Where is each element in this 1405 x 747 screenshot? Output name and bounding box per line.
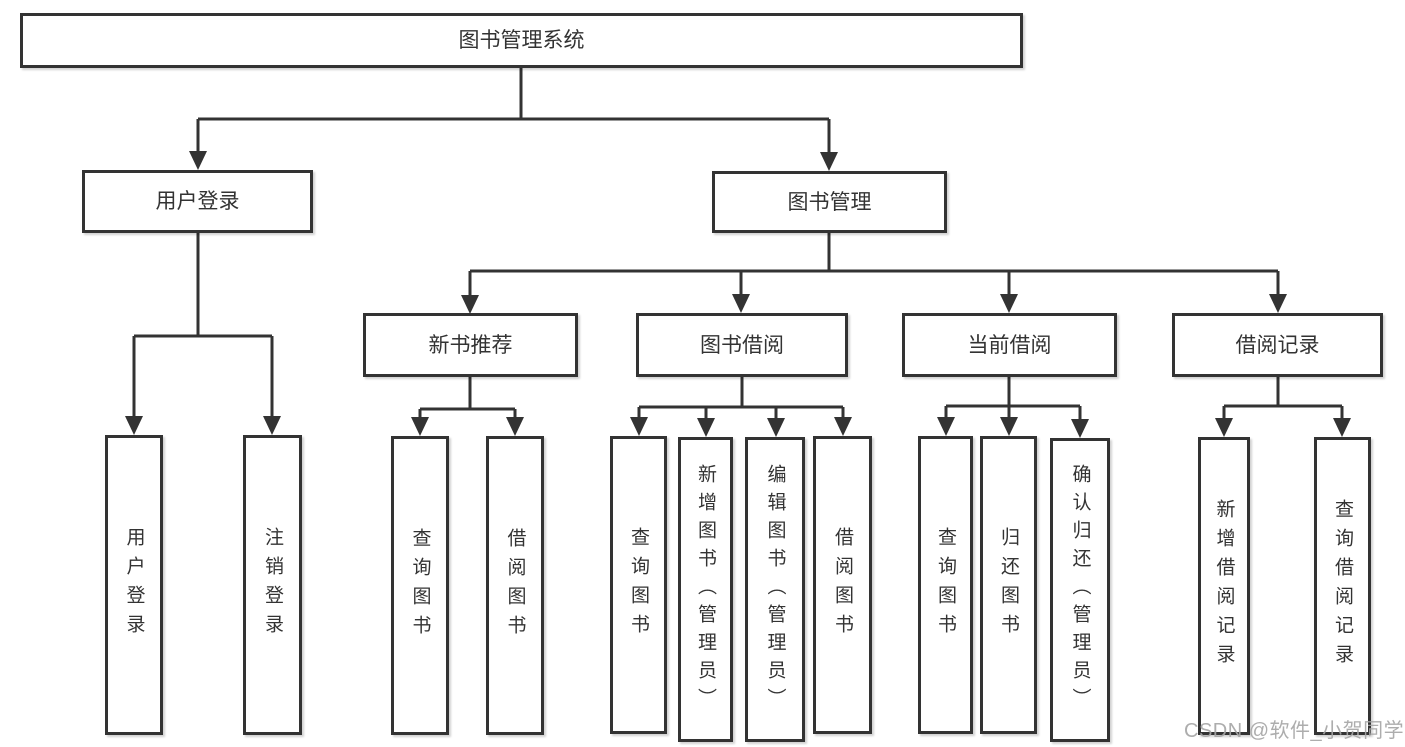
leaf-query-books-2: 查询图书 bbox=[610, 436, 667, 734]
leaf-query-borrowing-record: 查询借阅记录 bbox=[1314, 437, 1371, 735]
leaf-return-books: 归还图书 bbox=[980, 436, 1037, 734]
leaf-logout: 注销登录 bbox=[243, 435, 302, 735]
leaf-query-books-1: 查询图书 bbox=[391, 436, 449, 735]
node-new-book-recommendation: 新书推荐 bbox=[363, 313, 578, 377]
watermark: CSDN @软件_小贺同学 bbox=[1184, 720, 1405, 742]
leaf-query-books-3: 查询图书 bbox=[918, 436, 973, 734]
leaf-user-login: 用户登录 bbox=[105, 435, 163, 735]
node-borrowing-records: 借阅记录 bbox=[1172, 313, 1383, 377]
leaf-add-borrowing-record: 新增借阅记录 bbox=[1198, 437, 1250, 735]
node-book-borrowing: 图书借阅 bbox=[636, 313, 848, 377]
leaf-edit-book-admin: 编辑图书（管理员） bbox=[745, 437, 805, 742]
node-user-login: 用户登录 bbox=[82, 170, 313, 233]
node-book-management: 图书管理 bbox=[712, 171, 947, 233]
leaf-borrow-books-1: 借阅图书 bbox=[486, 436, 544, 735]
leaf-borrow-books-2: 借阅图书 bbox=[813, 436, 872, 734]
node-current-borrowing: 当前借阅 bbox=[902, 313, 1117, 377]
leaf-add-book-admin: 新增图书（管理员） bbox=[678, 437, 733, 742]
leaf-confirm-return-admin: 确认归还（管理员） bbox=[1050, 438, 1110, 742]
node-library-system: 图书管理系统 bbox=[20, 13, 1023, 68]
